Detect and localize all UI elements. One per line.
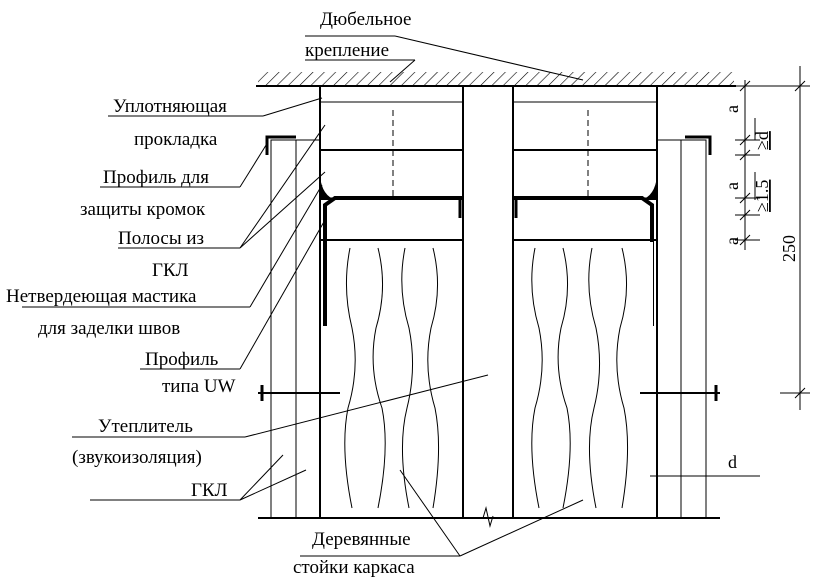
sealing-gasket bbox=[319, 85, 658, 103]
label-insulation-line2: (звукоизоляция) bbox=[72, 447, 202, 468]
screws bbox=[258, 385, 720, 401]
edge-protection-profile bbox=[265, 135, 712, 155]
right-gkl-board bbox=[656, 139, 707, 519]
dim-a-top: a bbox=[722, 105, 742, 113]
insulation-core bbox=[462, 85, 514, 528]
label-gkl: ГКЛ bbox=[191, 480, 228, 501]
dimension-lines bbox=[735, 66, 810, 410]
leader-lines bbox=[22, 35, 760, 557]
left-gkl-board bbox=[270, 139, 321, 519]
label-seal-line1: Уплотняющая bbox=[113, 96, 227, 117]
label-insulation-line1: Утеплитель bbox=[98, 416, 193, 437]
label-dowel-line2: крепление bbox=[305, 40, 389, 61]
wooden-studs bbox=[319, 86, 658, 518]
label-uw-profile-line2: типа UW bbox=[162, 376, 236, 397]
dim-a-low: a bbox=[722, 237, 742, 245]
dim-d: d bbox=[728, 452, 737, 472]
label-gkl-strips-line1: Полосы из bbox=[118, 228, 204, 249]
ceiling bbox=[256, 72, 736, 87]
dim-a-mid: a bbox=[722, 182, 742, 190]
dim-total-250: 250 bbox=[779, 235, 799, 262]
mastic-fillet bbox=[320, 176, 657, 200]
label-mastic-line1: Нетвердеющая мастика bbox=[6, 286, 197, 307]
label-gkl-strips-line2: ГКЛ bbox=[152, 260, 189, 281]
gkl-strips bbox=[319, 101, 658, 199]
label-edge-profile-line1: Профиль для bbox=[103, 167, 209, 188]
dim-ge-d: ≥d bbox=[752, 131, 772, 150]
label-uw-profile-line1: Профиль bbox=[145, 349, 219, 370]
label-studs-line2: стойки каркаса bbox=[293, 557, 415, 578]
label-seal-line2: прокладка bbox=[134, 129, 218, 150]
label-edge-profile-line2: защиты кромок bbox=[80, 199, 206, 220]
label-mastic-line2: для заделки швов bbox=[38, 318, 180, 339]
label-studs-line1: Деревянные bbox=[312, 529, 411, 550]
dimension-texts: a ≥d a ≥1.5 a 250 d bbox=[722, 105, 799, 472]
label-dowel-line1: Дюбельное bbox=[320, 9, 411, 30]
labels: Дюбельное крепление Уплотняющая прокладк… bbox=[6, 9, 415, 578]
dim-ge-1-5: ≥1.5 bbox=[752, 180, 772, 212]
